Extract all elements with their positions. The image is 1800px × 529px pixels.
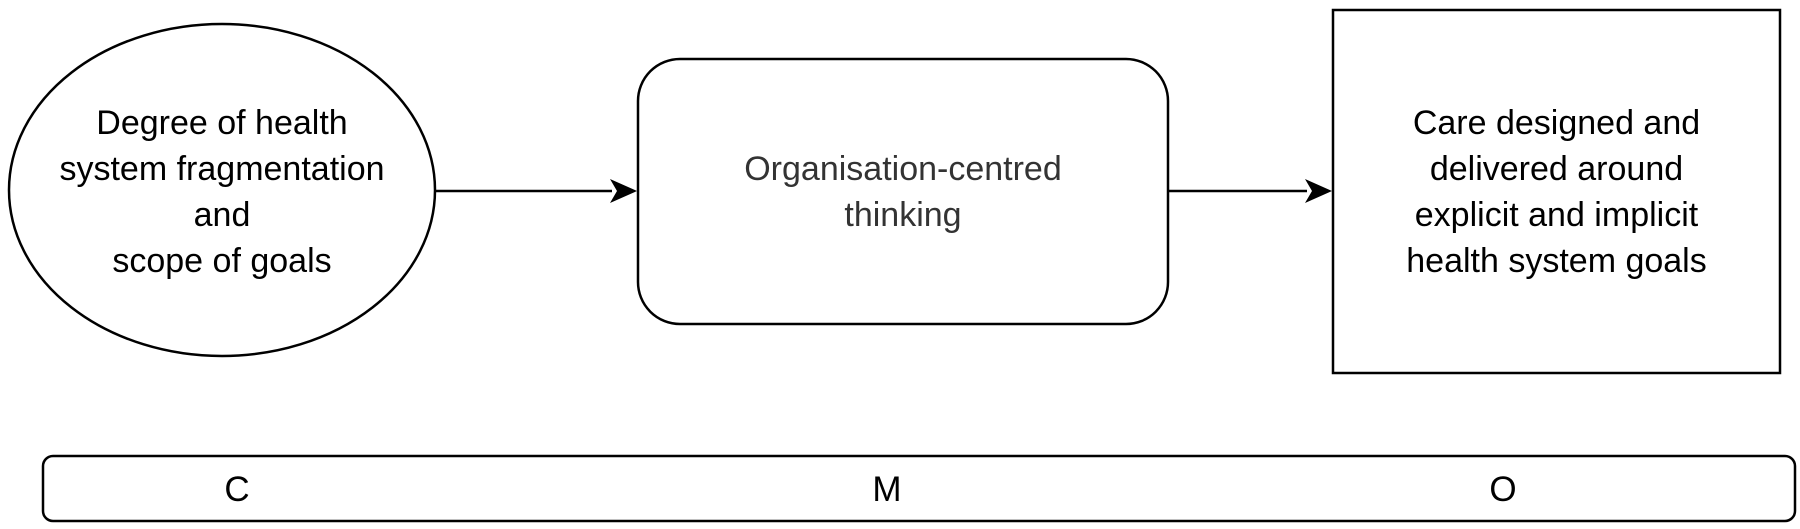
arrow-mechanism-to-outcome [1168, 179, 1332, 203]
cmo-label-context: C [224, 470, 250, 509]
cmo-bar [41, 454, 1797, 523]
context-text: Degree of health system fragmentation an… [22, 100, 422, 284]
mechanism-line: thinking [844, 196, 962, 234]
context-line: and [193, 196, 251, 234]
outcome-line: health system goals [1406, 242, 1707, 280]
context-line: Degree of health [96, 104, 348, 142]
cmo-label-outcome: O [1489, 470, 1517, 509]
outcome-line: explicit and implicit [1414, 196, 1699, 234]
context-ellipse [7, 22, 437, 358]
arrow-context-to-mechanism [436, 179, 637, 203]
mechanism-line: Organisation-centred [744, 150, 1062, 188]
outcome-line: Care designed and [1412, 104, 1701, 142]
mechanism-text: Organisation-centred thinking [640, 146, 1166, 238]
cmo-label-mechanism: M [872, 470, 902, 509]
outcome-box [1331, 8, 1782, 375]
context-line: system fragmentation [59, 150, 385, 188]
outcome-line: delivered around [1429, 150, 1684, 188]
context-line: scope of goals [112, 242, 332, 280]
outcome-text: Care designed and delivered around expli… [1336, 100, 1777, 284]
